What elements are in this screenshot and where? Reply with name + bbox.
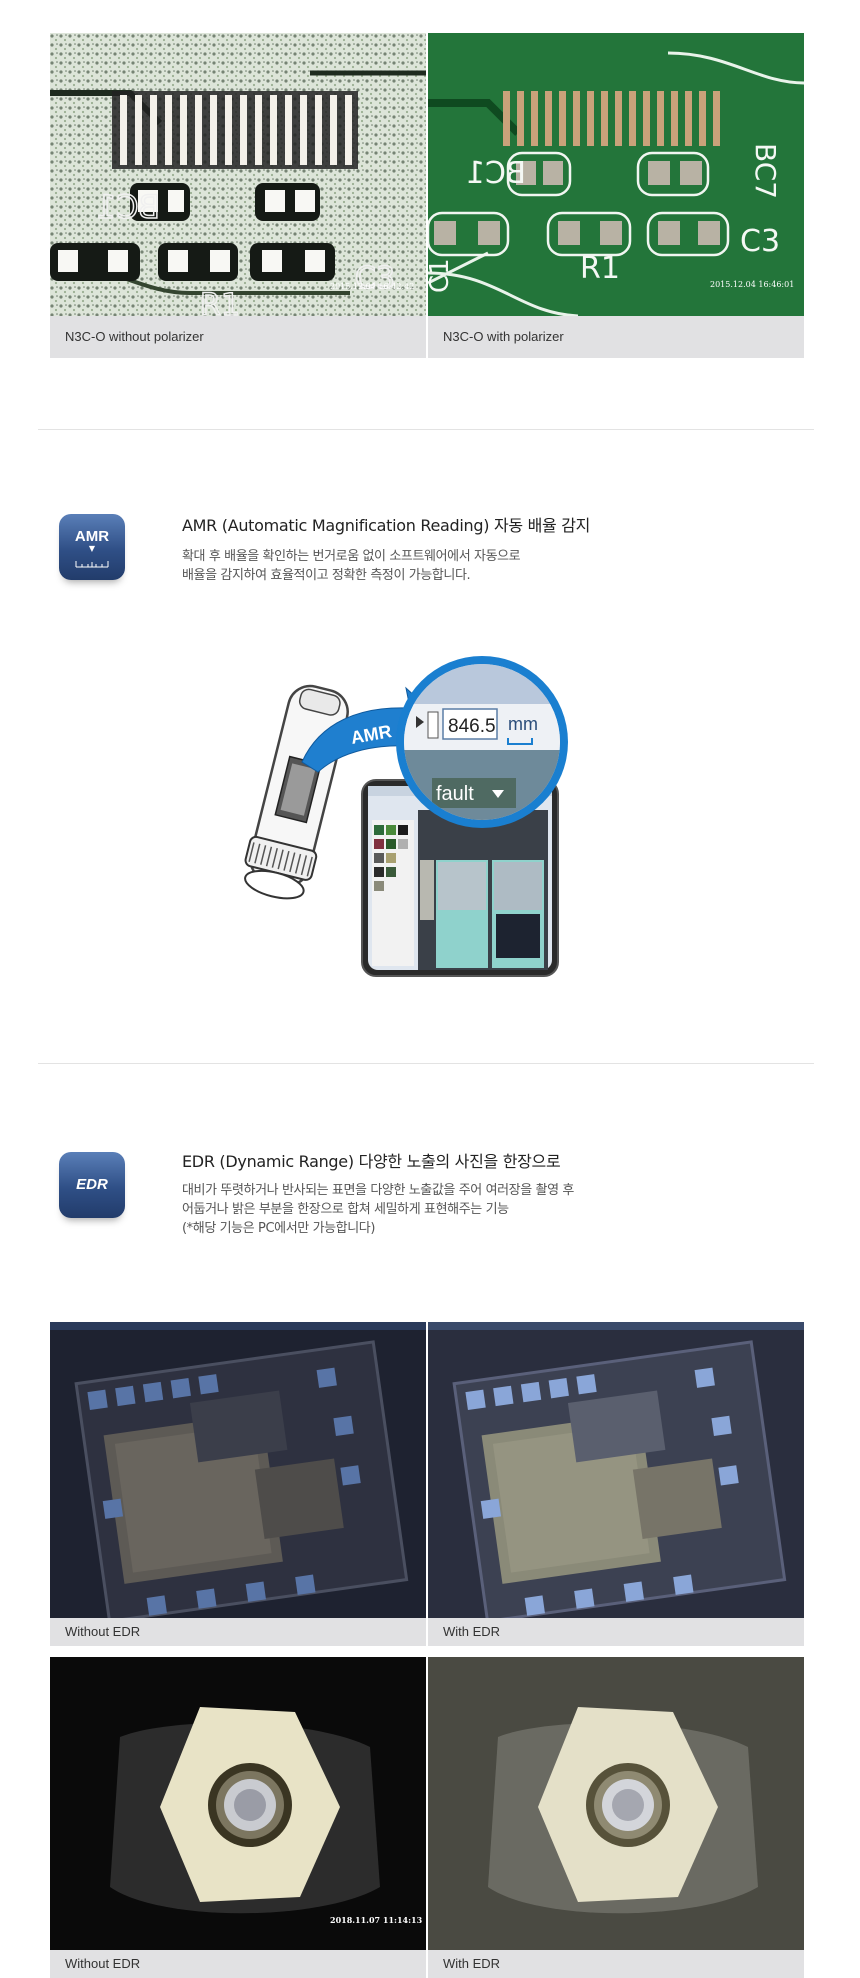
unit-label: mm [508, 714, 538, 734]
photo-timestamp: 2015.12.04 16:42:42 [330, 282, 414, 291]
magnification-value: 846.5 [448, 716, 496, 737]
caption-with-polarizer: N3C-O with polarizer [428, 316, 804, 358]
pcb-label: BC1 [96, 188, 160, 226]
pcb-with-polarizer-image: BC1 BC7 C3 R1 C1 2015.12.04 16:46:01 [428, 33, 804, 316]
amr-icon: AMR ▼ [59, 514, 125, 580]
amr-description: 확대 후 배율을 확인하는 번거로움 없이 소프트웨어에서 자동으로 배율을 감… [182, 547, 521, 585]
caption-without-polarizer: N3C-O without polarizer [50, 316, 426, 358]
chip-photo-without-edr [50, 1322, 426, 1618]
pcb-photo-with-polarizer: BC1 BC7 C3 R1 C1 2015.12.04 16:46:01 [428, 33, 804, 316]
amr-desc-line: 배율을 감지하여 효율적이고 정확한 측정이 가능합니다. [182, 568, 471, 583]
amr-desc-line: 확대 후 배율을 확인하는 번거로움 없이 소프트웨어에서 자동으로 [182, 549, 521, 564]
pcb-label: C3 [355, 261, 395, 296]
amr-icon-text: AMR [74, 528, 110, 545]
nut-photo-without-edr: 2018.11.07 11:14:13 [50, 1657, 426, 1950]
pcb-label: BC7 [749, 143, 782, 199]
caption-chip-without-edr: Without EDR [50, 1618, 426, 1646]
nut-photo-with-edr [428, 1657, 804, 1950]
section-divider [38, 429, 814, 430]
chevron-down-icon [492, 790, 504, 798]
photo-timestamp: 2018.11.07 11:14:13 [330, 1915, 423, 1925]
pcb-label: C3 [740, 224, 780, 259]
edr-icon-text: EDR [76, 1176, 108, 1193]
caret-down-icon: ▼ [88, 544, 96, 553]
edr-title: EDR (Dynamic Range) 다양한 노출의 사진을 한장으로 [182, 1152, 561, 1171]
pcb-without-polarizer-image: BC1 C3 R1 2015.12.04 16:42:42 [50, 33, 426, 316]
pcb-label: BC1 [466, 156, 526, 191]
ruler-icon [75, 561, 109, 568]
caption-nut-with-edr: With EDR [428, 1950, 804, 1978]
edr-icon: EDR [59, 1152, 125, 1218]
edr-desc-line: 어둡거나 밝은 부분을 한장으로 합쳐 세밀하게 표현해주는 기능 [182, 1202, 509, 1217]
caption-chip-with-edr: With EDR [428, 1618, 804, 1646]
play-icon [416, 716, 424, 728]
magnification-field [442, 708, 498, 740]
edr-desc-line: (*해당 기능은 PC에서만 가능합니다) [182, 1221, 376, 1236]
zoom-callout: 846.5 mm fault [396, 656, 568, 828]
pcb-photo-without-polarizer: BC1 C3 R1 2015.12.04 16:42:42 [50, 33, 426, 316]
amr-title: AMR (Automatic Magnification Reading) 자동… [182, 516, 591, 535]
edr-desc-line: 대비가 뚜렷하거나 반사되는 표면을 다양한 노출값을 주어 여러장을 촬영 후 [182, 1183, 574, 1198]
edr-description: 대비가 뚜렷하거나 반사되는 표면을 다양한 노출값을 주어 여러장을 촬영 후… [182, 1181, 574, 1238]
dropdown-text: fault [436, 783, 474, 805]
pcb-label: R1 [580, 251, 620, 286]
caption-nut-without-edr: Without EDR [50, 1950, 426, 1978]
amr-illustration: AMR 846.5 mm fault [244, 656, 568, 977]
section-divider [38, 1063, 814, 1064]
pcb-label: R1 [200, 288, 240, 316]
pcb-label: C1 [428, 258, 455, 293]
chip-photo-with-edr [428, 1322, 804, 1618]
microscope-drawing [244, 684, 349, 900]
photo-timestamp: 2015.12.04 16:46:01 [710, 280, 794, 289]
